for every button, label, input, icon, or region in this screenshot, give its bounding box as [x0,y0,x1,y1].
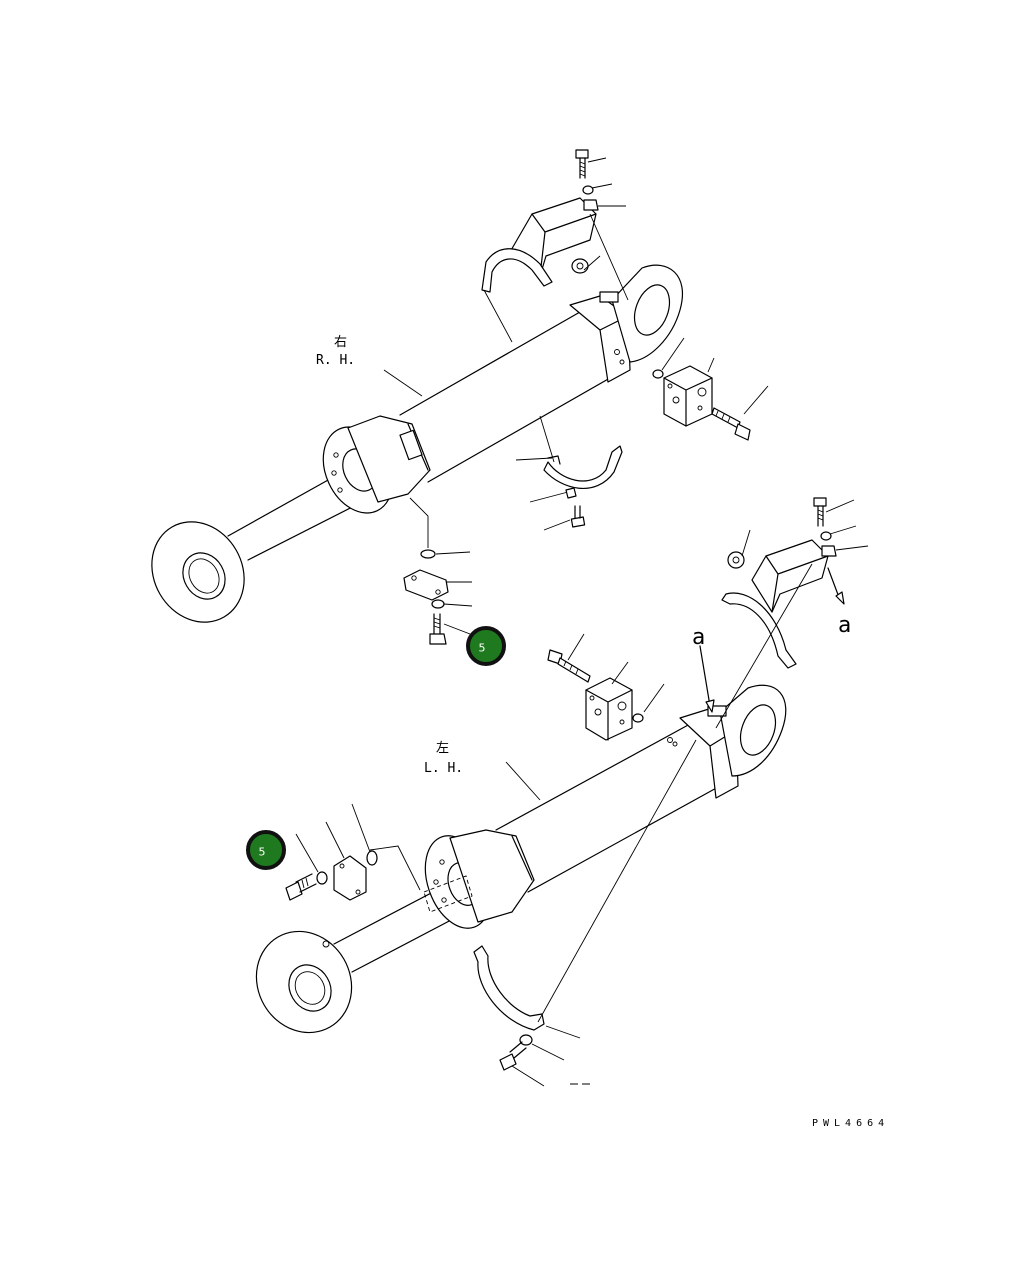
bolt-icon [711,407,751,441]
lh-kanji-label: 左 [436,741,449,756]
callout-badge-5-upper[interactable]: 5 [466,626,506,666]
rh-kanji-label: 右 [334,335,347,350]
callout-badge-number: 5 [259,846,266,859]
view-arrow-icon [699,645,711,707]
callout-badge-5-lower[interactable]: 5 [246,830,286,870]
o-ring-icon [366,850,378,866]
view-a-top-label: a [692,625,705,650]
bolt-icon [285,873,317,901]
drawing-code: PWL4664 [812,1118,889,1129]
rh-label: R. H. [316,353,355,368]
lh-lower-clamp [473,739,697,1087]
washer-icon [727,551,745,569]
bolt-icon [429,613,447,645]
rh-top-hardware [481,149,629,343]
valve-block-icon [663,365,713,427]
o-ring-icon [652,369,664,379]
washer-icon [316,871,328,885]
clamp-icon [481,248,553,293]
flange-plate-icon [403,569,449,601]
bolt-icon [813,497,827,527]
o-ring-icon [420,549,436,559]
rh-valve-hardware [652,337,769,441]
lh-label: L. H. [424,761,463,776]
lh-cylinder [255,684,787,1034]
washer-icon [431,599,445,609]
bolt-icon [547,649,591,683]
clamp-icon [721,592,797,669]
bolt-icon [570,505,586,528]
rh-lower-clamp [515,415,623,531]
lh-top-hardware [715,497,869,729]
o-ring-icon [632,713,644,723]
washer-icon [571,258,589,274]
view-a-right-label: a [838,613,851,638]
bolt-icon [499,1041,527,1071]
rh-cylinder [151,264,683,623]
callout-badge-number: 5 [479,642,486,655]
clamp-icon [473,945,545,1031]
lh-valve-hardware [547,633,715,741]
bolt-icon [575,149,589,179]
washer-icon [519,1034,533,1046]
valve-block-icon [585,677,633,741]
flange-plate-icon [333,855,367,901]
lh-head-hardware [285,803,421,901]
rh-rod-eye-bore [182,552,226,600]
lh-tube [495,723,721,893]
rh-tube [399,311,611,483]
clamp-icon [543,445,623,489]
bracket-icon [751,539,829,613]
rh-head-hardware [403,497,473,645]
